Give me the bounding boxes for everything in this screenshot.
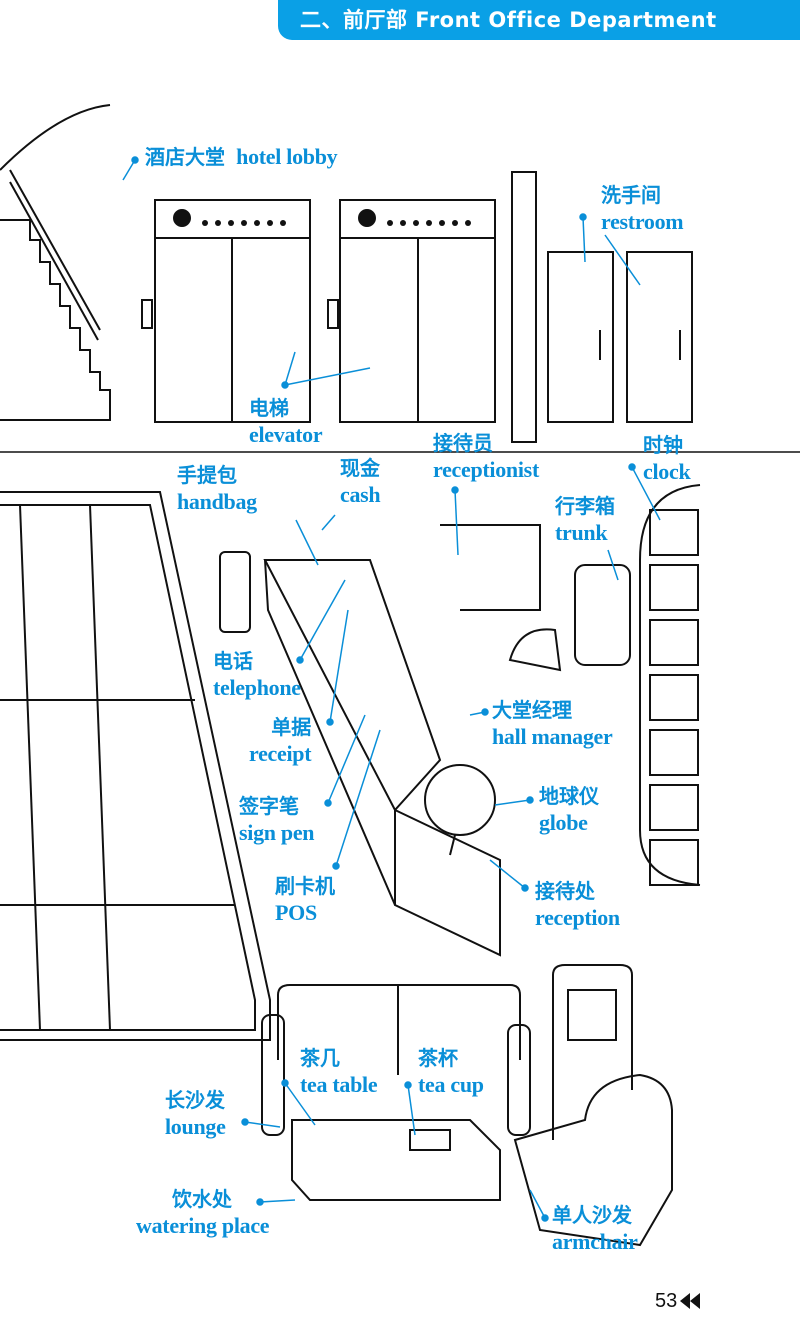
label-hotel-lobby: 酒店大堂 hotel lobby	[145, 144, 338, 169]
page-number: 53	[655, 1290, 701, 1313]
clock-wall	[639, 484, 701, 886]
elevators	[141, 171, 537, 443]
staircase	[0, 104, 800, 453]
reception-desk	[263, 524, 541, 957]
leader-lines	[122, 156, 661, 1222]
luggage	[219, 551, 631, 672]
section-header: 二、前厅部 Front Office Department	[278, 0, 800, 40]
armchair-drawing	[513, 1073, 673, 1247]
water-dispenser	[552, 964, 633, 1140]
double-left-arrow-icon	[680, 1293, 701, 1309]
elevator-dots	[202, 220, 471, 226]
lounge-sofa	[261, 984, 531, 1201]
carpet	[0, 491, 271, 1041]
restroom-doors	[547, 251, 693, 423]
